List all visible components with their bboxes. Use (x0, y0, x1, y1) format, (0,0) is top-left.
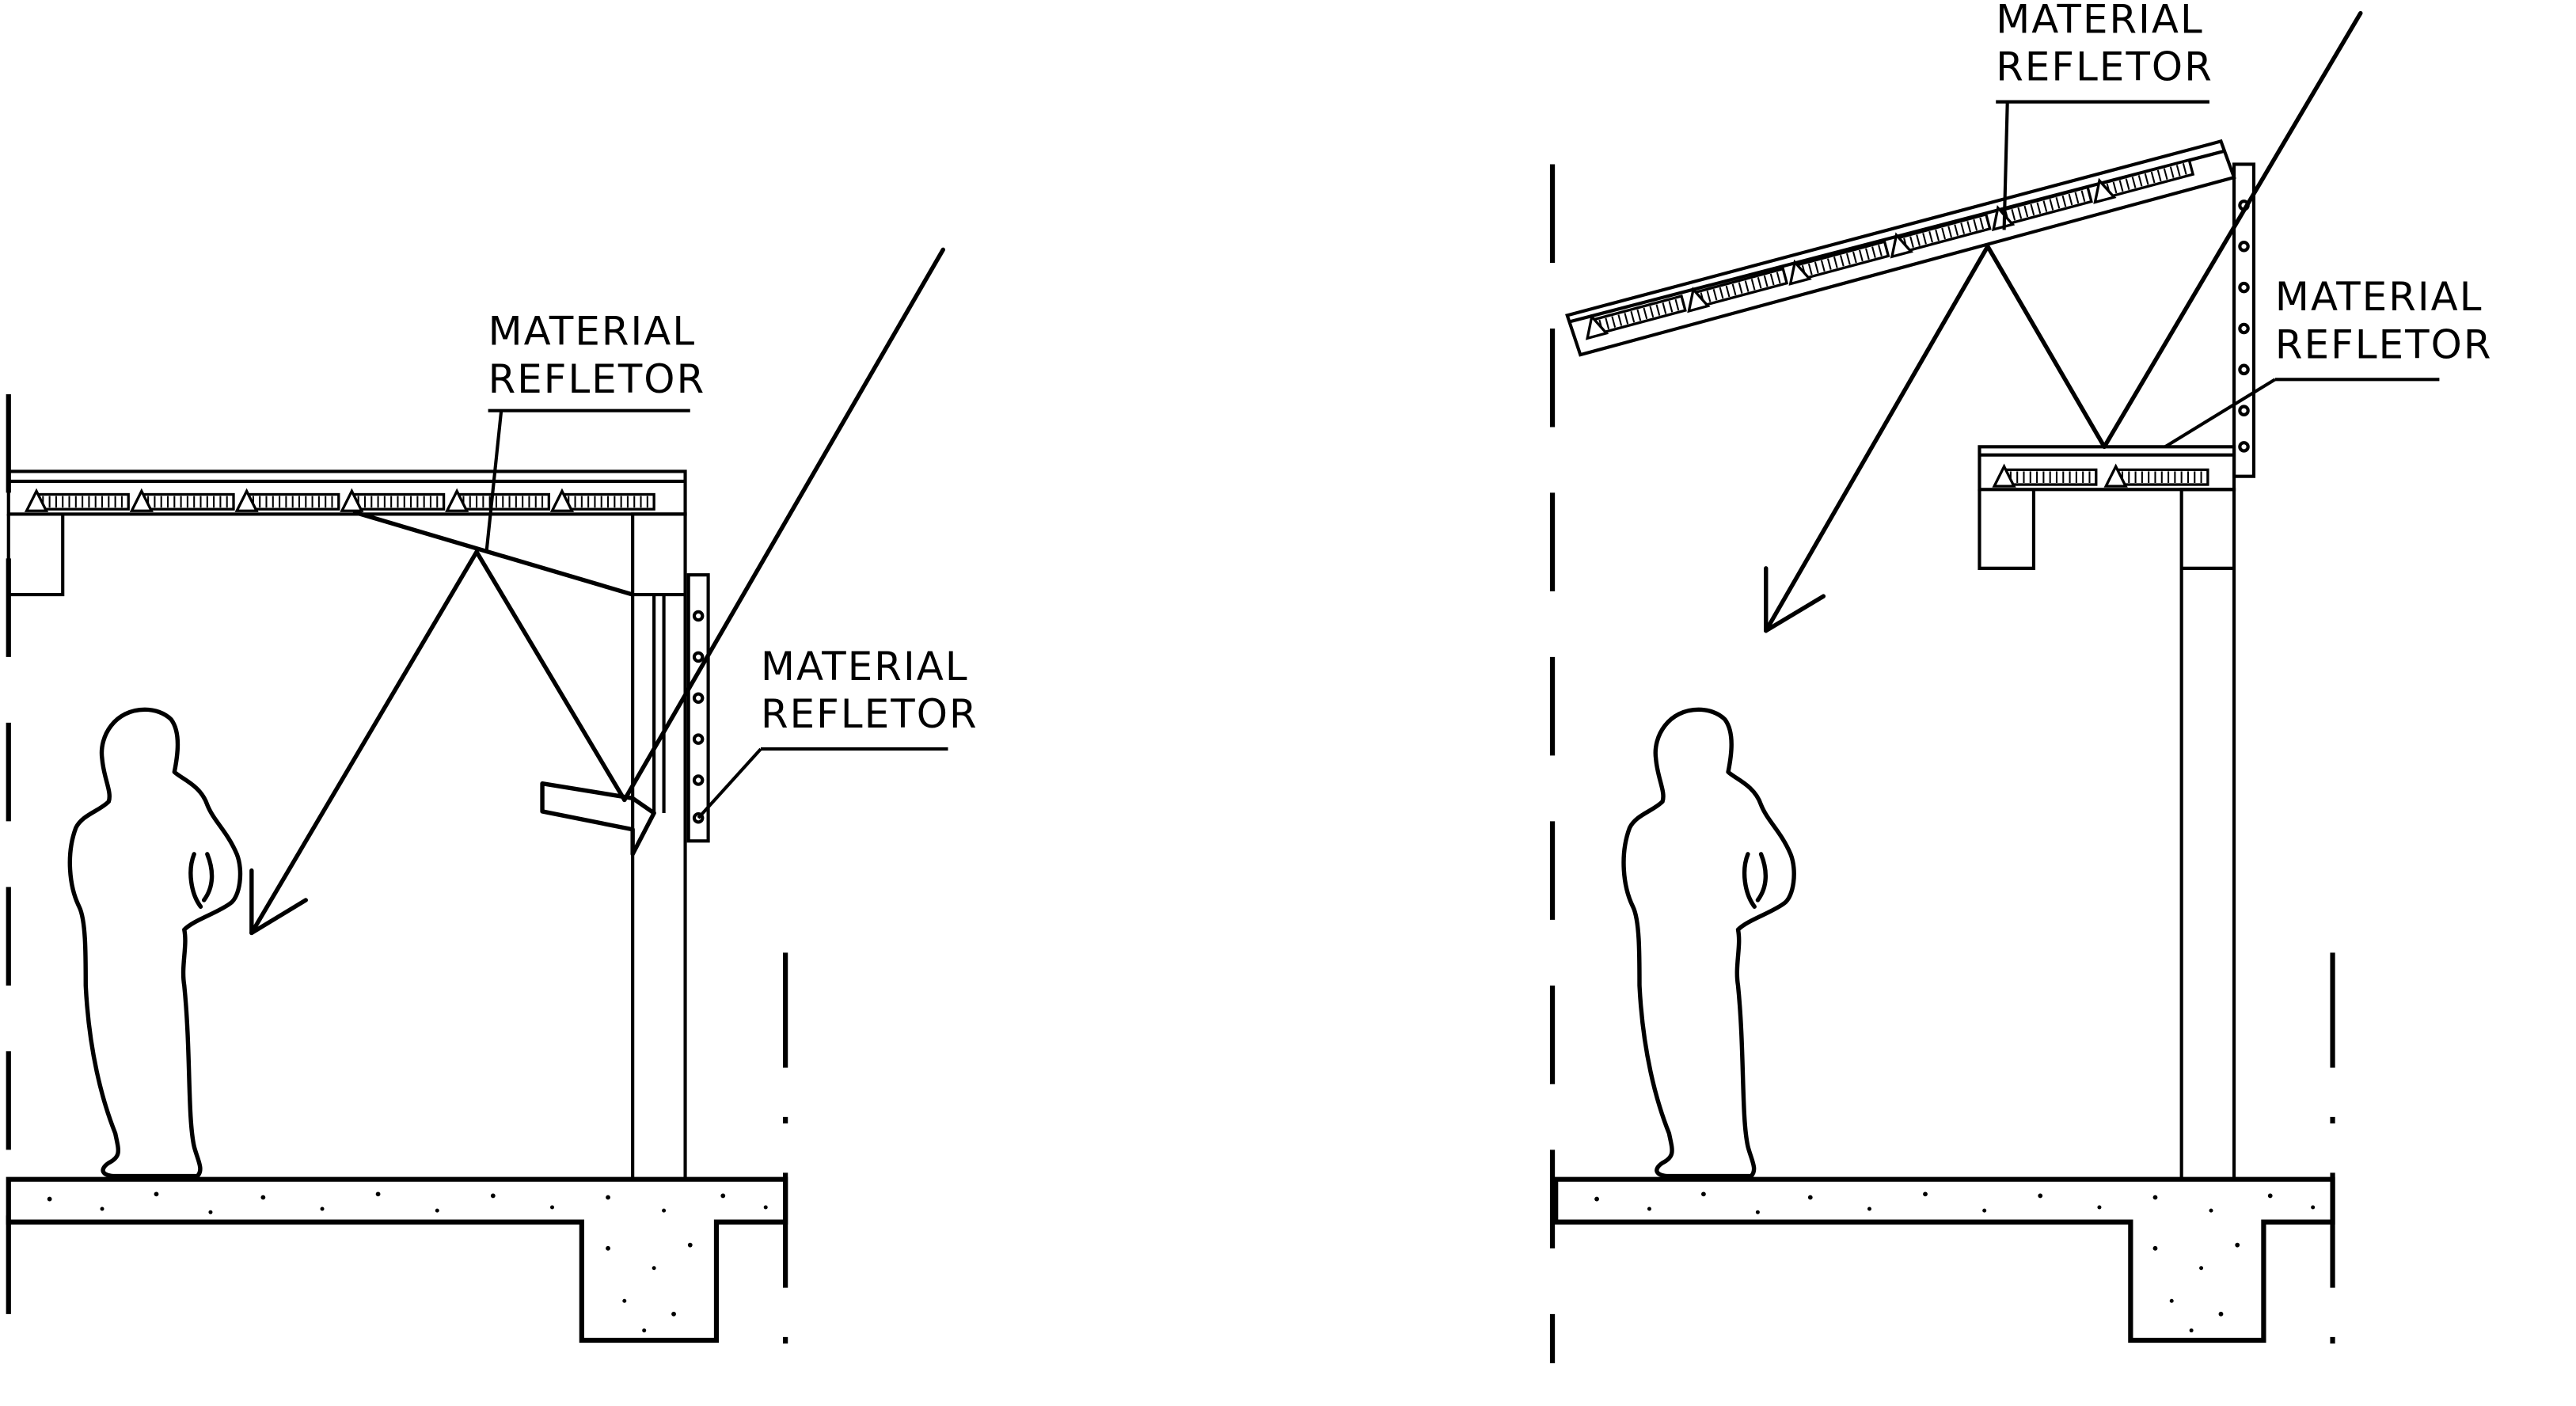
right-section: MATERIAL REFLETOR MATERIAL REFLETOR (1549, 0, 2493, 1364)
arrow-icon (249, 868, 308, 936)
left-side-label-line2: REFLETOR (761, 691, 978, 737)
left-side-label-line1: MATERIAL (761, 644, 969, 690)
right-top-label-line2: REFLETOR (1996, 44, 2213, 90)
right-sloped-roof (1565, 139, 2236, 357)
right-top-label-line1: MATERIAL (1996, 0, 2204, 42)
left-top-label: MATERIAL REFLETOR (484, 309, 706, 553)
right-side-label-line2: REFLETOR (2275, 321, 2493, 367)
right-column (2179, 488, 2236, 1181)
right-solar-panels (1581, 155, 2195, 340)
right-side-reflector (2232, 162, 2256, 478)
left-section: MATERIAL REFLETOR MATERIAL REFLETOR (6, 247, 978, 1364)
right-floor-slab (1553, 1176, 2335, 1343)
right-lower-slab (1978, 445, 2236, 570)
left-side-reflector (686, 573, 710, 843)
right-top-label: MATERIAL REFLETOR (1996, 0, 2213, 230)
left-top-label-line1: MATERIAL (488, 309, 697, 355)
left-light-rays (249, 247, 945, 936)
left-top-label-line2: REFLETOR (488, 356, 706, 402)
arrow-icon (1764, 566, 1826, 633)
left-side-label: MATERIAL REFLETOR (697, 644, 978, 819)
left-column (631, 512, 687, 1181)
left-roof-slab (6, 469, 687, 597)
right-side-label: MATERIAL REFLETOR (2164, 274, 2493, 449)
person-silhouette-icon (70, 709, 240, 1176)
right-light-rays (1764, 10, 2363, 633)
left-light-shelf (540, 781, 656, 857)
left-solar-panels (25, 489, 655, 512)
person-silhouette-icon (1624, 709, 1794, 1176)
left-floor-slab (6, 1176, 788, 1343)
right-side-label-line1: MATERIAL (2275, 274, 2483, 320)
